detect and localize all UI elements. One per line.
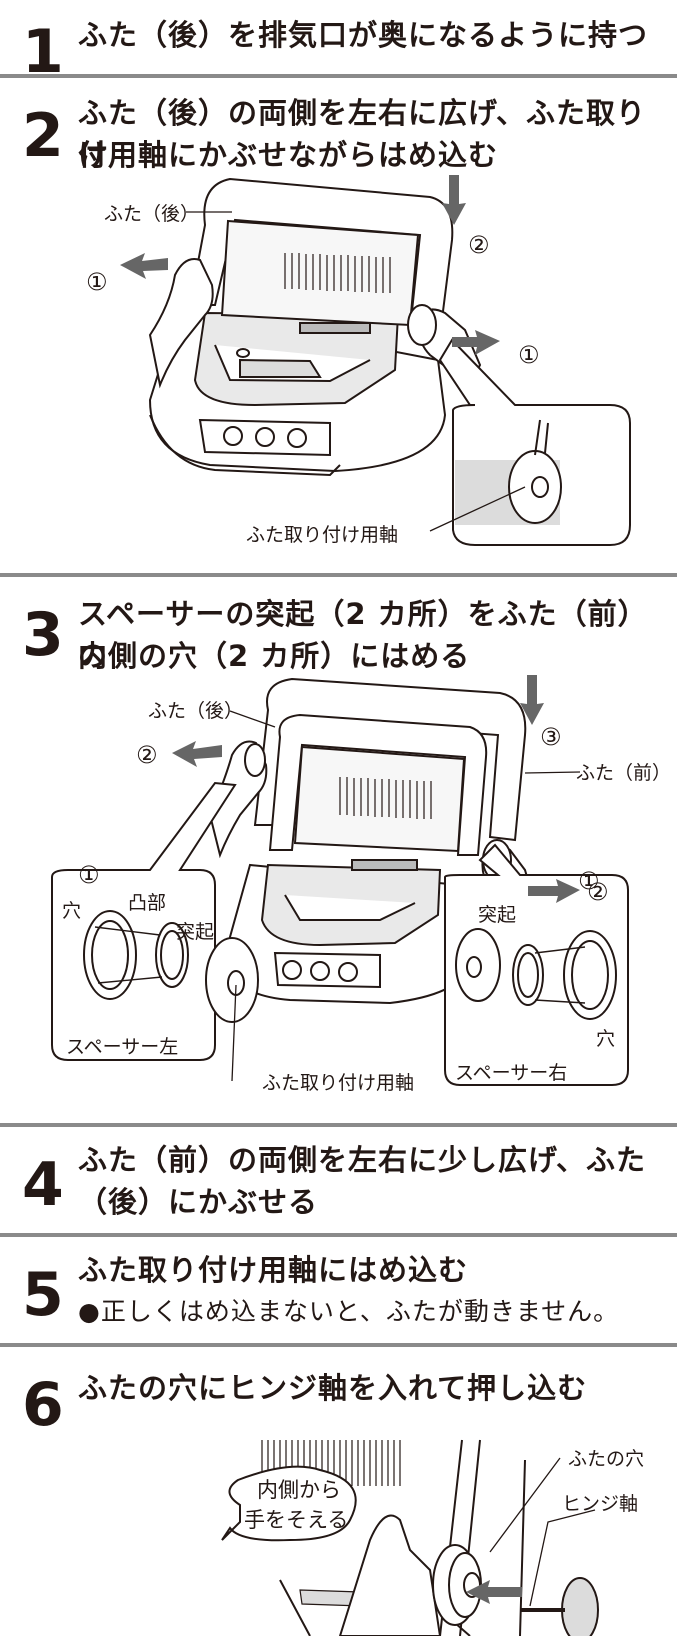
callout-mark-2: ② xyxy=(468,231,490,259)
bubble-line-1: 内側から xyxy=(257,1478,341,1502)
arrow-right xyxy=(452,330,500,355)
step-title-line1: スペーサーの突起（2 カ所）をふた（前）の xyxy=(78,597,648,673)
step-title-line2: 内側の穴（2 カ所）にはめる xyxy=(78,639,471,673)
step-number: 5 xyxy=(22,1260,64,1330)
bubble-line-2: 手をそえる xyxy=(244,1508,348,1532)
label-spacer-left: スペーサー左 xyxy=(66,1036,178,1058)
divider xyxy=(0,74,677,78)
step-title-line2: け用軸にかぶせながらはめ込む xyxy=(78,138,499,172)
label-hole-right: 穴 xyxy=(596,1028,615,1050)
arrow-down xyxy=(520,675,544,725)
label-lid-front: ふた（前） xyxy=(576,762,671,784)
label-protrusion-left: 突起 xyxy=(176,921,214,943)
divider xyxy=(0,1123,677,1127)
label-lid-rear: ふた（後） xyxy=(104,203,199,225)
label-lid-rear: ふた（後） xyxy=(148,700,243,722)
arrow-right xyxy=(528,879,580,903)
step-title: ふた（後）を排気口が奥になるように持つ xyxy=(78,18,649,52)
callout-mark-1-right: ① xyxy=(578,867,600,895)
figure-step6: 内側から 手をそえる ふたの穴 ヒンジ軸 xyxy=(221,1439,644,1636)
step-number: 4 xyxy=(22,1150,64,1220)
label-protrusion-right: 突起 xyxy=(478,904,516,926)
figure-step2: ふた（後） ① ② ① ふた取り付け用軸 xyxy=(86,175,631,546)
figure-step3: ふた（後） ③ ふた（前） ② ② ① ① 穴 凸部 突起 スペーサー左 突起 … xyxy=(51,675,671,1094)
callout-mark-2-right: ② xyxy=(587,878,609,906)
label-convex: 凸部 xyxy=(128,892,166,914)
label-hole-left: 穴 xyxy=(62,900,81,922)
callout-mark-1-left: ① xyxy=(78,861,100,889)
step-number: 1 xyxy=(22,17,64,87)
callout-mark-2-left: ② xyxy=(136,741,158,769)
label-hinge-shaft: ヒンジ軸 xyxy=(562,1493,638,1515)
divider xyxy=(0,1233,677,1237)
dryer-body-illustration xyxy=(148,177,631,546)
arrow-down xyxy=(442,175,466,225)
step-title-line2: （後）にかぶせる xyxy=(78,1185,319,1219)
step-title: ふた取り付け用軸にはめ込む xyxy=(78,1253,469,1287)
step-number: 2 xyxy=(22,101,64,171)
divider xyxy=(0,573,677,577)
step-note: ●正しくはめ込まないと、ふたが動きません。 xyxy=(78,1297,620,1326)
label-spacer-right: スペーサー右 xyxy=(455,1062,567,1084)
arrow-left xyxy=(120,253,168,279)
step-title-line1: ふた（前）の両側を左右に少し広げ、ふた xyxy=(78,1143,646,1177)
step-title-line1: ふた（後）の両側を左右に広げ、ふた取り付 xyxy=(78,96,646,172)
label-lid-shaft: ふた取り付け用軸 xyxy=(246,524,398,546)
arrow-left xyxy=(466,1580,522,1604)
divider xyxy=(0,1343,677,1347)
callout-mark-3: ③ xyxy=(540,723,562,751)
step-number: 6 xyxy=(22,1370,64,1440)
callout-mark-1-left: ① xyxy=(86,268,108,296)
step-title: ふたの穴にヒンジ軸を入れて押し込む xyxy=(78,1371,588,1405)
arrow-left xyxy=(172,741,222,767)
label-lid-hole: ふたの穴 xyxy=(568,1448,644,1470)
callout-mark-1-right: ① xyxy=(518,341,540,369)
label-lid-shaft: ふた取り付け用軸 xyxy=(262,1072,414,1094)
step-number: 3 xyxy=(22,600,64,670)
